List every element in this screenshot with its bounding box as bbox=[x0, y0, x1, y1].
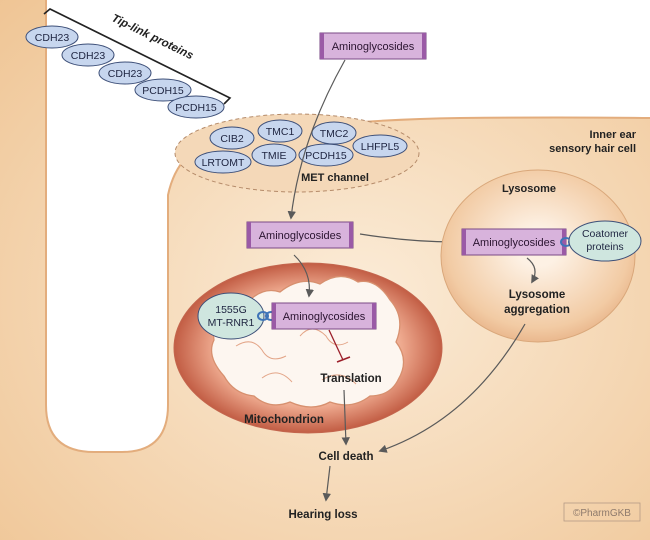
aminoglycosides-lysosomal: Aminoglycosides bbox=[461, 228, 567, 256]
svg-text:CIB2: CIB2 bbox=[220, 133, 244, 145]
svg-text:proteins: proteins bbox=[586, 241, 623, 253]
cell-death-label: Cell death bbox=[319, 451, 374, 463]
svg-text:TMIE: TMIE bbox=[261, 150, 286, 162]
svg-text:PCDH15: PCDH15 bbox=[175, 102, 217, 114]
variant-1555g-mt-rnr1: 1555G MT-RNR1 bbox=[197, 292, 265, 340]
cell-label-line1: Inner ear bbox=[590, 129, 637, 141]
aminoglycosides-extracellular: Aminoglycosides bbox=[319, 32, 427, 60]
tip-link-protein-1: CDH23 bbox=[25, 25, 79, 49]
inhibition-line bbox=[328, 329, 344, 361]
svg-text:©PharmGKB: ©PharmGKB bbox=[573, 508, 631, 519]
met-protein-lhfpl5: LHFPL5 bbox=[352, 134, 408, 158]
inhibition-bar bbox=[336, 356, 351, 363]
hearing-loss-label: Hearing loss bbox=[288, 509, 357, 521]
cell-label-line2: sensory hair cell bbox=[549, 143, 636, 155]
met-protein-lrtomt: LRTOMT bbox=[194, 150, 252, 174]
arrow-entry bbox=[287, 59, 346, 220]
svg-text:PCDH15: PCDH15 bbox=[142, 85, 184, 97]
svg-text:CDH23: CDH23 bbox=[35, 32, 70, 44]
svg-text:Coatomer: Coatomer bbox=[582, 228, 629, 240]
translation-label: Translation bbox=[320, 373, 381, 385]
met-protein-cib2: CIB2 bbox=[209, 126, 255, 150]
met-protein-tmie: TMIE bbox=[251, 143, 297, 167]
aminoglycosides-cytoplasm: Aminoglycosides bbox=[246, 221, 354, 249]
svg-text:Aminoglycosides: Aminoglycosides bbox=[283, 311, 366, 323]
met-channel-label: MET channel bbox=[301, 172, 369, 184]
tip-link-protein-3: CDH23 bbox=[98, 61, 152, 85]
aggregation-label-line1: Lysosome bbox=[509, 289, 565, 301]
arrow-to-aggregation bbox=[526, 257, 539, 284]
svg-text:Aminoglycosides: Aminoglycosides bbox=[473, 237, 556, 249]
tip-link-protein-5: PCDH15 bbox=[167, 95, 225, 119]
lysosome-label: Lysosome bbox=[502, 183, 556, 195]
arrow-death-to-hearing-loss bbox=[322, 465, 331, 502]
arrow-translation-to-death bbox=[341, 389, 350, 446]
svg-text:1555G: 1555G bbox=[215, 304, 247, 316]
svg-text:TMC1: TMC1 bbox=[266, 126, 295, 138]
svg-text:MT-RNR1: MT-RNR1 bbox=[208, 317, 255, 329]
svg-text:CDH23: CDH23 bbox=[108, 68, 143, 80]
coatomer-proteins: Coatomer proteins bbox=[568, 220, 642, 262]
pharmgkb-watermark: ©PharmGKB bbox=[563, 502, 641, 522]
tip-link-protein-4: PCDH15 bbox=[134, 78, 192, 102]
aminoglycosides-mitochondrial: Aminoglycosides bbox=[271, 302, 377, 330]
svg-text:Aminoglycosides: Aminoglycosides bbox=[259, 230, 342, 242]
met-protein-tmc2: TMC2 bbox=[311, 121, 357, 145]
stereocilium-outline bbox=[0, 0, 650, 452]
tip-link-bracket bbox=[43, 8, 232, 105]
svg-text:TMC2: TMC2 bbox=[320, 128, 349, 140]
tip-link-protein-2: CDH23 bbox=[61, 43, 115, 67]
mitochondrion-label: Mitochondrion bbox=[244, 414, 324, 426]
met-protein-tmc1: TMC1 bbox=[257, 119, 303, 143]
aggregation-label-line2: aggregation bbox=[504, 304, 570, 316]
lysosome bbox=[440, 169, 636, 343]
svg-text:LRTOMT: LRTOMT bbox=[202, 157, 245, 169]
svg-text:CDH23: CDH23 bbox=[71, 50, 106, 62]
arrow-aggregation-to-death bbox=[378, 323, 526, 453]
svg-text:LHFPL5: LHFPL5 bbox=[361, 141, 400, 153]
met-protein-pcdh15: PCDH15 bbox=[298, 143, 354, 167]
svg-text:Aminoglycosides: Aminoglycosides bbox=[332, 41, 415, 53]
svg-text:PCDH15: PCDH15 bbox=[305, 150, 347, 162]
arrow-to-mitochondrion bbox=[293, 254, 314, 298]
mitochondrion-inner-folds bbox=[235, 328, 357, 385]
